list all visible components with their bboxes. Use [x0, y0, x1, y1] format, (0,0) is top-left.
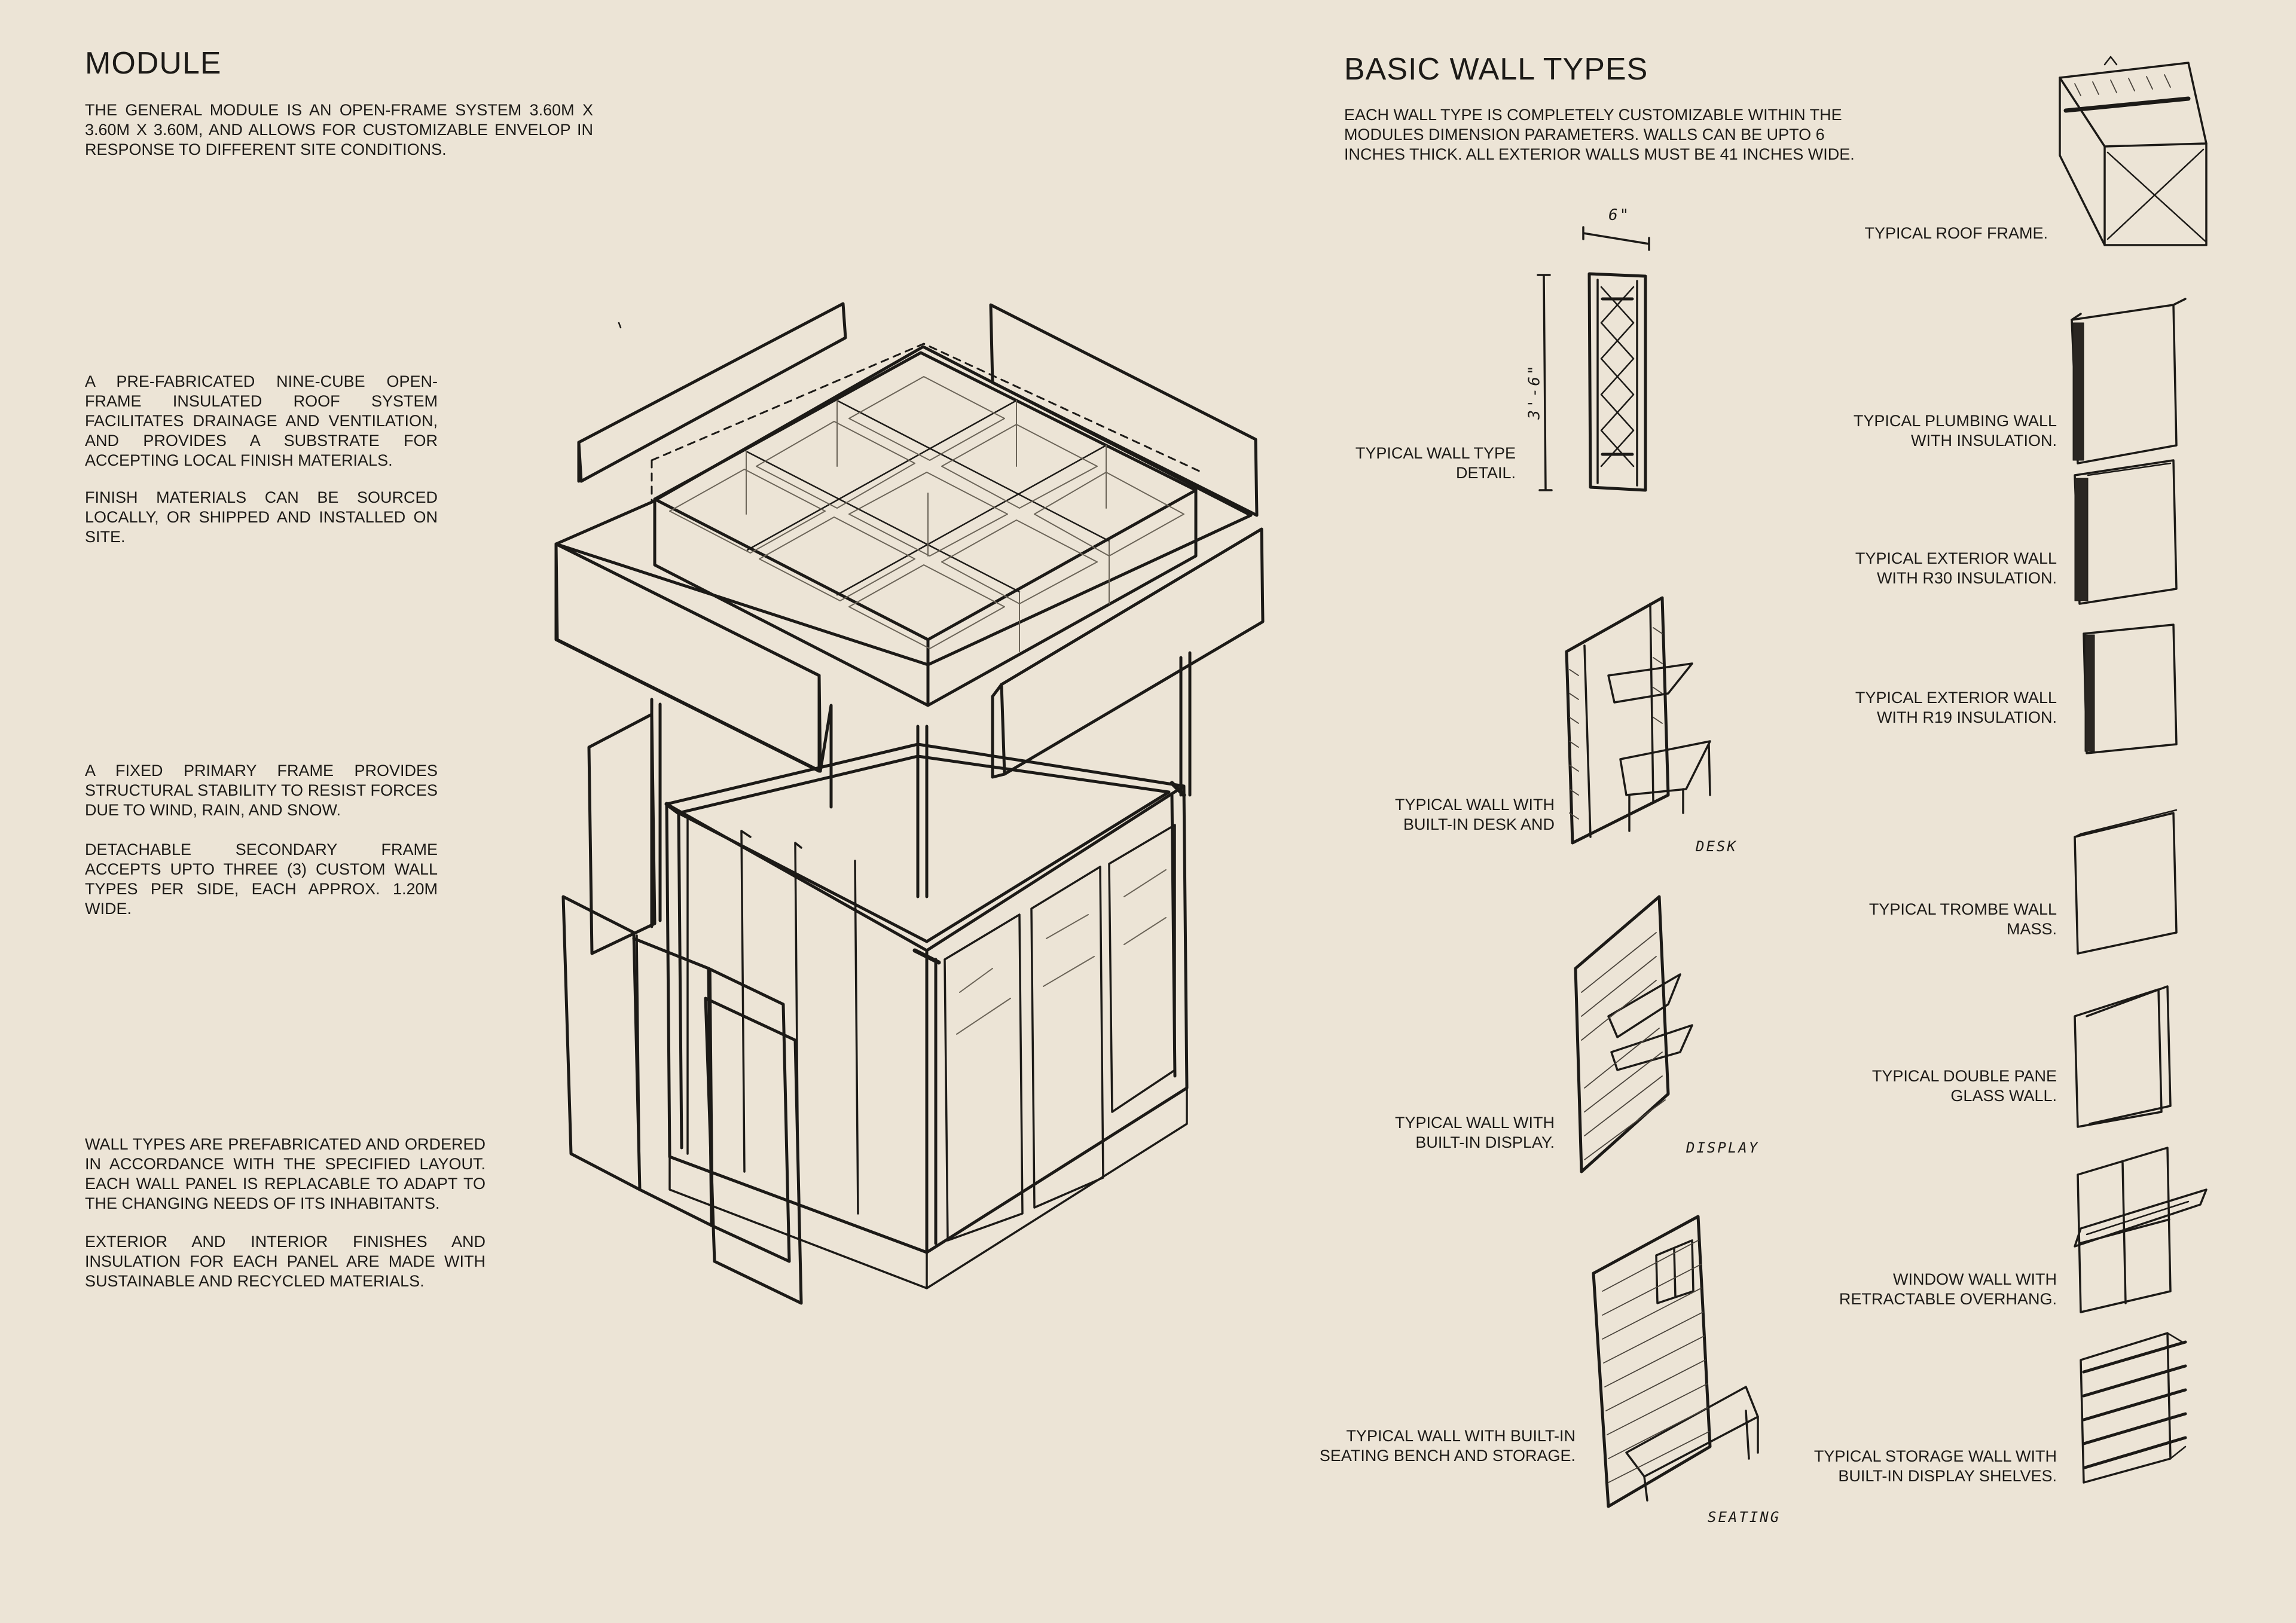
sketch-roof-frame	[2059, 56, 2208, 246]
sketch-trombe-wall	[2074, 809, 2178, 955]
walls-paragraph-1: WALL TYPES ARE PREFABRICATED AND ORDERED…	[85, 1135, 486, 1212]
sketch-wall-detail	[1537, 226, 1650, 492]
frame-paragraph-1: A FIXED PRIMARY FRAME PROVIDES STRUCTURA…	[85, 762, 438, 819]
caption-trombe-wall: TYPICAL TROMBE WALL MASS.	[1868, 900, 2057, 938]
detached-wall-panels	[561, 713, 803, 1305]
sketch-window-wall	[2074, 1147, 2208, 1313]
roof-paragraph-1: A PRE-FABRICATED NINE-CUBE OPEN-FRAME IN…	[85, 372, 438, 469]
sketch-exterior-r19	[2083, 623, 2178, 754]
walls-paragraph-2: EXTERIOR AND INTERIOR FINISHES AND INSUL…	[85, 1233, 486, 1290]
sketch-exterior-r30	[2074, 459, 2178, 605]
caption-double-pane: TYPICAL DOUBLE PANE GLASS WALL.	[1871, 1067, 2057, 1105]
frame-paragraph-2: DETACHABLE SECONDARY FRAME ACCEPTS UPTO …	[85, 840, 438, 918]
label-display: DISPLAY	[1686, 1139, 1760, 1156]
nine-cube-roof-frame	[651, 343, 1203, 707]
caption-exterior-r19: TYPICAL EXTERIOR WALL WITH R19 INSULATIO…	[1855, 689, 2057, 726]
caption-display-wall: TYPICAL WALL WITH BUILT-IN DISPLAY.	[1394, 1114, 1555, 1151]
sketch-seating-wall	[1592, 1215, 1759, 1508]
label-seating: SEATING	[1708, 1509, 1781, 1526]
caption-seating-wall: TYPICAL WALL WITH BUILT-IN SEATING BENCH…	[1319, 1427, 1576, 1465]
caption-exterior-r30: TYPICAL EXTERIOR WALL WITH R30 INSULATIO…	[1855, 549, 2057, 587]
label-desk: DESK	[1696, 838, 1738, 855]
sketch-storage-wall	[2080, 1332, 2187, 1484]
caption-window-wall: WINDOW WALL WITH RETRACTABLE OVERHANG.	[1839, 1270, 2057, 1308]
roof-paragraph-2: FINISH MATERIALS CAN BE SOURCED LOCALLY,…	[85, 488, 438, 546]
sketch-plumbing-wall	[2071, 298, 2187, 464]
sketch-desk-wall	[1565, 596, 1711, 845]
caption-roof-frame: TYPICAL ROOF FRAME.	[1864, 224, 2048, 242]
label-dim-width: 6"	[1608, 206, 1631, 224]
caption-storage-wall: TYPICAL STORAGE WALL WITH BUILT-IN DISPL…	[1813, 1447, 2057, 1485]
wall-types-intro: EACH WALL TYPE IS COMPLETELY CUSTOMIZABL…	[1344, 106, 1855, 163]
sketch-double-pane	[2074, 985, 2172, 1128]
wall-types-title: BASIC WALL TYPES	[1344, 52, 1648, 87]
caption-desk-wall: TYPICAL WALL WITH BUILT-IN DESK AND	[1394, 796, 1555, 833]
roof-front-panels	[554, 527, 1265, 809]
module-title: MODULE	[85, 46, 222, 81]
sketch-display-wall	[1574, 895, 1693, 1173]
caption-wall-detail: TYPICAL WALL TYPE DETAIL.	[1355, 444, 1516, 482]
roof-back-walls	[577, 302, 1259, 517]
caption-plumbing-wall: TYPICAL PLUMBING WALL WITH INSULATION.	[1853, 412, 2057, 450]
module-intro: THE GENERAL MODULE IS AN OPEN-FRAME SYST…	[85, 101, 593, 158]
